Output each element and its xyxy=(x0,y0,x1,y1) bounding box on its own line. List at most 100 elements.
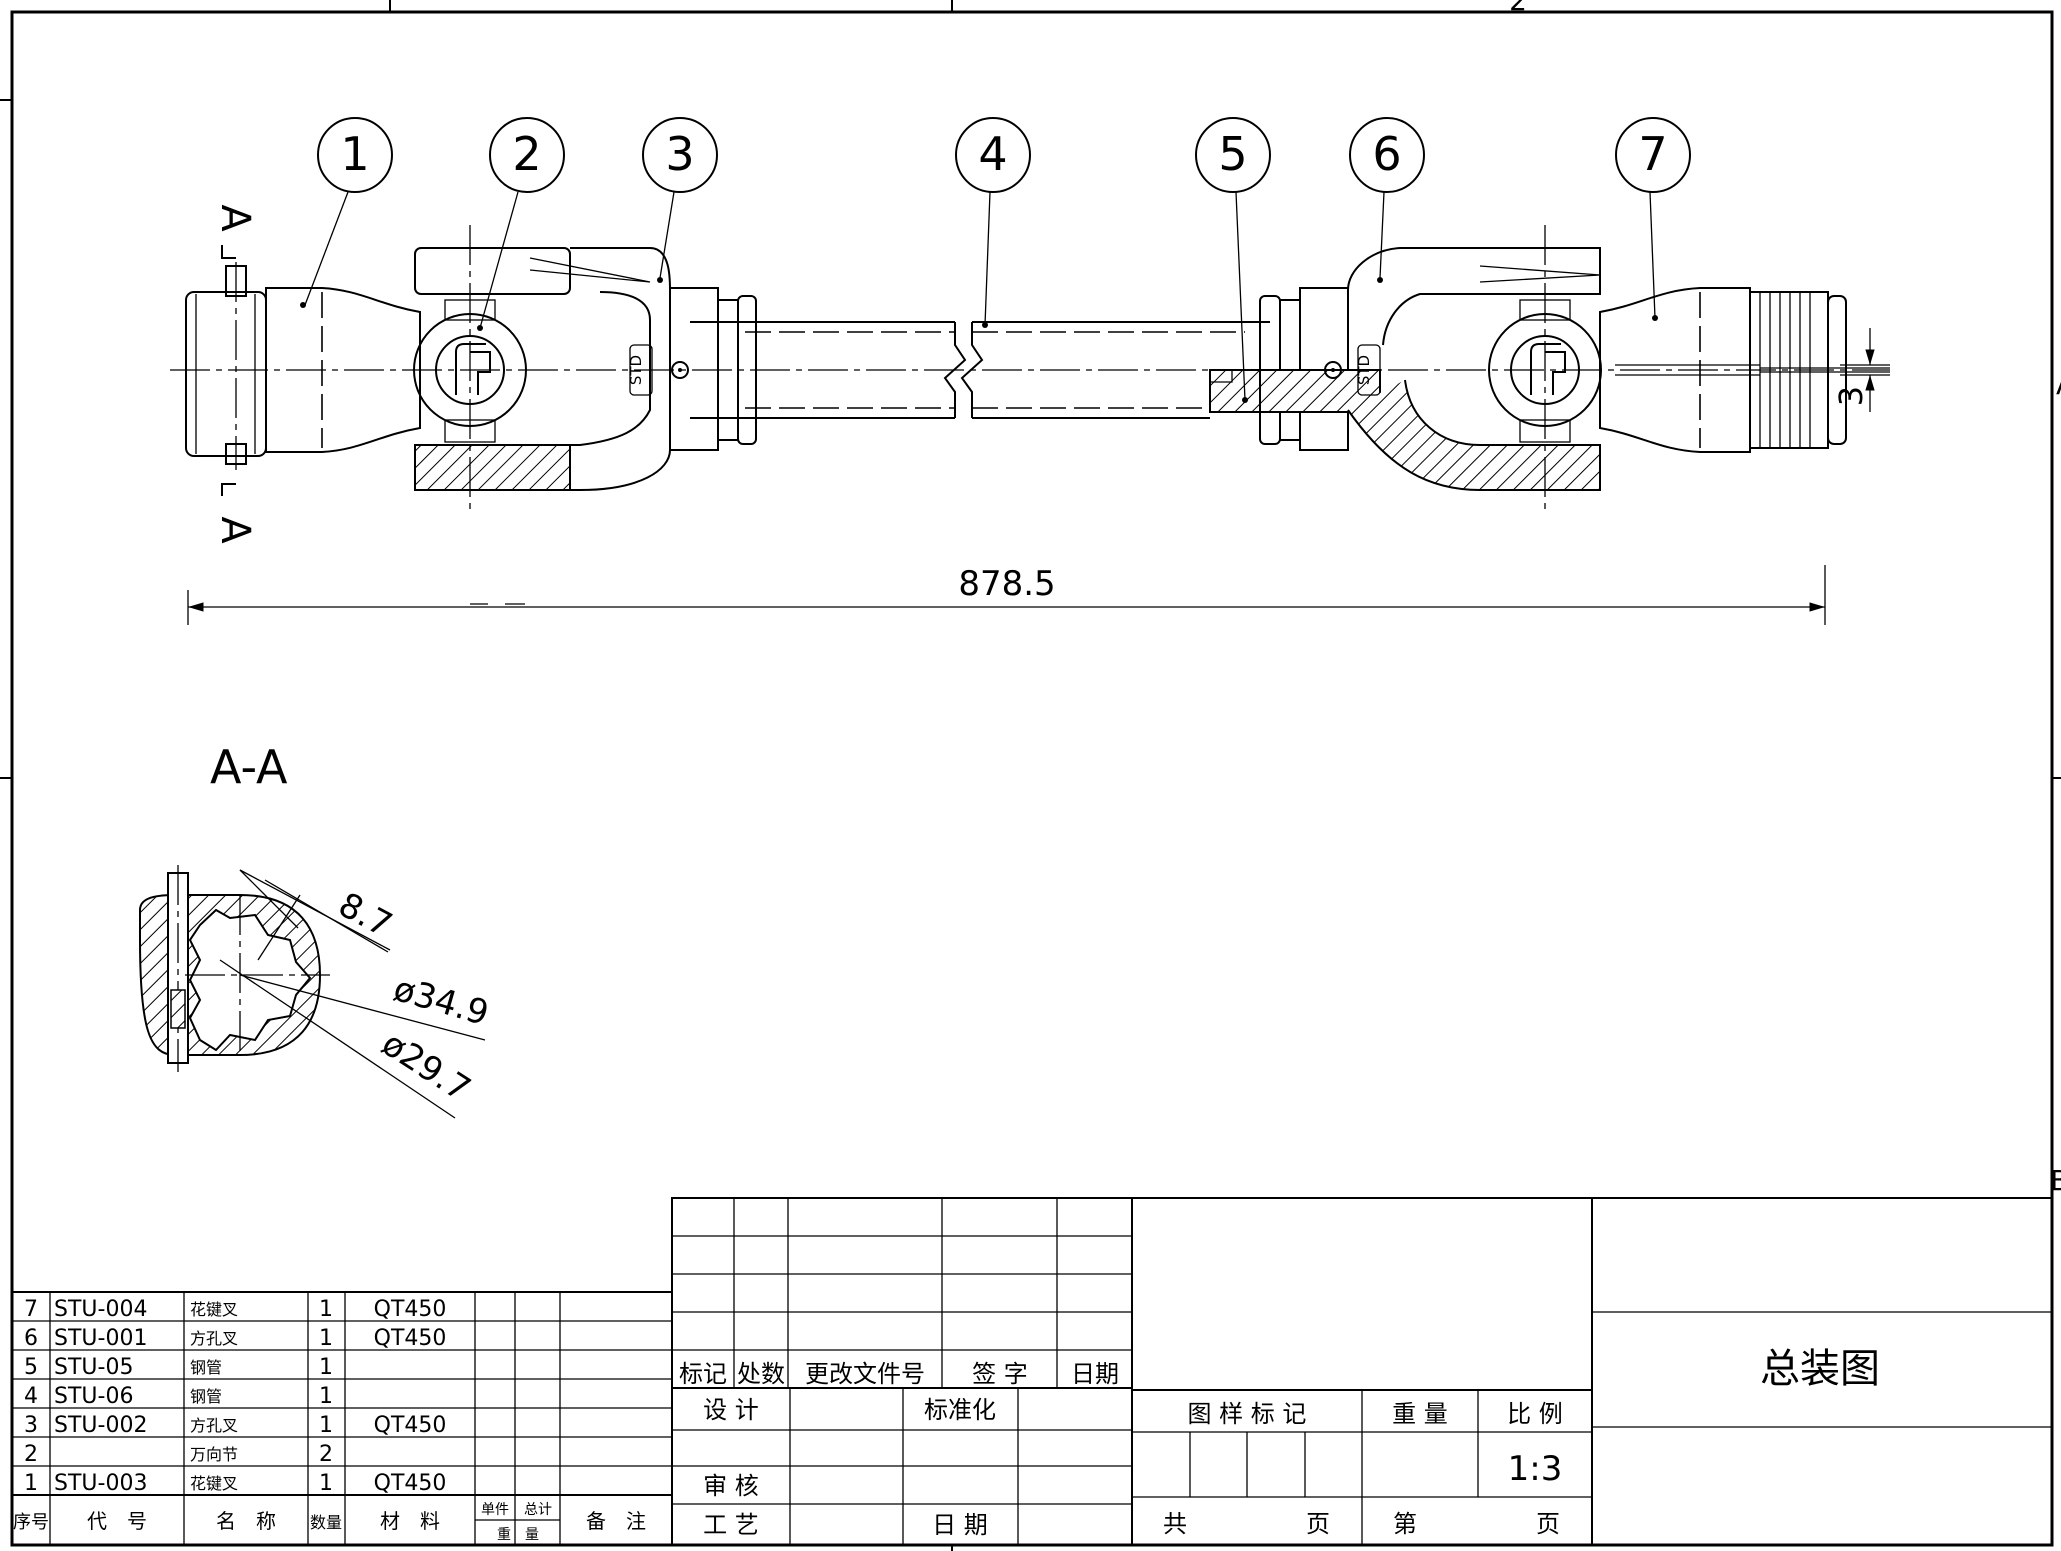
title-block: 标记 处数 更改文件号 签 字 日期 设 计 标准化 审 核 工 艺 日 期 图… xyxy=(671,1197,2053,1546)
bom-header-total-weight: 总计 xyxy=(524,1502,552,1518)
bom-row-material: QT450 xyxy=(374,1297,447,1322)
dim-overall-label: 878.5 xyxy=(958,564,1055,604)
label-date: 日 期 xyxy=(932,1511,988,1539)
part-6-square-yoke-right: STD xyxy=(1259,247,1601,491)
dim-3-label: 3 xyxy=(1832,386,1870,406)
bom-row-no: 3 xyxy=(24,1413,38,1438)
label-page-unit-2: 页 xyxy=(1536,1510,1560,1538)
bom-row-6: 6 STU-001 方孔叉 1 QT450 xyxy=(24,1326,446,1351)
bom-header-material: 材 料 xyxy=(380,1509,440,1533)
bom-row-qty: 1 xyxy=(319,1413,333,1438)
rev-header-mark: 标记 xyxy=(679,1360,727,1388)
label-design: 设 计 xyxy=(703,1396,759,1424)
section-marker-bottom: A xyxy=(212,516,258,544)
bom-header-remark: 备 注 xyxy=(586,1509,646,1533)
bom-row-code: STU-06 xyxy=(54,1384,133,1409)
label-standardization: 标准化 xyxy=(924,1396,996,1424)
bom-row-qty: 1 xyxy=(319,1326,333,1351)
bom-row-qty: 1 xyxy=(319,1297,333,1322)
balloon-6: 6 xyxy=(1372,127,1401,181)
rev-header-sign: 签 字 xyxy=(972,1360,1028,1388)
drawing-title: 总装图 xyxy=(1760,1346,1880,1392)
assembly-view: STD xyxy=(170,117,1890,625)
balloon-1: 1 xyxy=(340,127,369,181)
stamp-std-right: STD xyxy=(1355,355,1373,385)
bom-row-qty: 1 xyxy=(319,1355,333,1380)
section-title: A-A xyxy=(210,740,288,794)
bom-row-code: STU-001 xyxy=(54,1326,147,1351)
bom-header-code: 代 号 xyxy=(87,1509,147,1533)
bom-row-4: 4 STU-06 钢管 1 xyxy=(24,1384,333,1409)
bom-row-name: 钢管 xyxy=(190,1358,222,1377)
dim-overall-length: 878.5 xyxy=(187,564,1826,625)
bom-row-qty: 2 xyxy=(319,1442,333,1467)
bom-header-qty: 数量 xyxy=(310,1513,342,1532)
part-3-square-yoke-left: STD xyxy=(529,247,757,491)
bom-header: 序号 代 号 名 称 数量 材 料 单件 总计 重 量 备 注 xyxy=(13,1502,646,1543)
bom-row-name: 钢管 xyxy=(190,1387,222,1406)
bom-row-no: 1 xyxy=(24,1471,38,1496)
bom-row-qty: 1 xyxy=(319,1471,333,1496)
dim-3: 3 xyxy=(1832,328,1890,412)
bom-row-code: STU-05 xyxy=(54,1355,133,1380)
rev-header-doc: 更改文件号 xyxy=(805,1360,925,1388)
balloon-4: 4 xyxy=(978,127,1007,181)
dim-d34-9-label: ø34.9 xyxy=(389,969,493,1034)
bom-row-name: 花键叉 xyxy=(190,1300,238,1319)
dim-d29-7-label: ø29.7 xyxy=(375,1024,478,1110)
bom-row-no: 7 xyxy=(24,1297,38,1322)
bom-row-name: 万向节 xyxy=(190,1445,238,1464)
label-page-unit: 页 xyxy=(1306,1510,1330,1538)
bom-row-1: 1 STU-003 花键叉 1 QT450 xyxy=(24,1471,446,1496)
balloons: 1 2 3 4 5 6 7 xyxy=(300,117,1691,403)
zone-label-b: B xyxy=(2050,1164,2061,1197)
rev-header-count: 处数 xyxy=(737,1360,785,1388)
bom-row-2: 2 万向节 2 xyxy=(24,1442,333,1467)
bom-row-code: STU-003 xyxy=(54,1471,147,1496)
label-total-pages: 共 xyxy=(1163,1510,1187,1538)
bom-header-weight: 重 量 xyxy=(497,1527,539,1543)
bom-header-no: 序号 xyxy=(13,1512,49,1533)
label-drawing-mark: 图 样 标 记 xyxy=(1188,1400,1307,1428)
label-scale: 比 例 xyxy=(1507,1400,1563,1428)
label-process: 工 艺 xyxy=(703,1511,759,1539)
zone-label-a: A xyxy=(2056,368,2061,401)
bom-row-no: 2 xyxy=(24,1442,38,1467)
section-marker-top: A xyxy=(212,204,258,232)
section-a-a-view: A-A 8.7 ø34.9 ø29.7 xyxy=(139,740,493,1119)
label-review: 审 核 xyxy=(703,1472,759,1500)
bom-row-material: QT450 xyxy=(374,1471,447,1496)
bom-row-no: 5 xyxy=(24,1355,38,1380)
bom-row-name: 花键叉 xyxy=(190,1474,238,1493)
bom-header-name: 名 称 xyxy=(216,1509,276,1533)
stamp-std-left: STD xyxy=(627,355,645,385)
section-markers: A A xyxy=(212,204,258,544)
bom-header-unit-weight: 单件 xyxy=(481,1502,509,1518)
bom-row-no: 6 xyxy=(24,1326,38,1351)
bom-row-3: 3 STU-002 方孔叉 1 QT450 xyxy=(24,1413,446,1438)
balloon-2: 2 xyxy=(512,127,541,181)
part-1-spline-yoke-left xyxy=(185,262,421,470)
bom-row-code: STU-004 xyxy=(54,1297,147,1322)
bom-row-qty: 1 xyxy=(319,1384,333,1409)
bom-row-name: 方孔叉 xyxy=(190,1329,238,1348)
part-4-tube-left xyxy=(690,321,1270,419)
part-7-spline-yoke-right xyxy=(1599,287,1890,453)
zone-label-top: 2 xyxy=(1509,0,1527,17)
scale-value: 1:3 xyxy=(1508,1449,1563,1489)
dim-8-7-label: 8.7 xyxy=(332,885,399,946)
bom-row-7: 7 STU-004 花键叉 1 QT450 xyxy=(24,1297,446,1322)
bom-table: 7 STU-004 花键叉 1 QT450 6 STU-001 方孔叉 1 QT… xyxy=(11,1291,673,1546)
bom-row-code: STU-002 xyxy=(54,1413,147,1438)
balloon-5: 5 xyxy=(1218,127,1247,181)
balloon-3: 3 xyxy=(665,127,694,181)
bom-row-name: 方孔叉 xyxy=(190,1416,238,1435)
rev-header-date: 日期 xyxy=(1071,1360,1119,1388)
label-page-no: 第 xyxy=(1393,1510,1417,1538)
balloon-7: 7 xyxy=(1638,127,1667,181)
bom-row-material: QT450 xyxy=(374,1326,447,1351)
bom-row-5: 5 STU-05 钢管 1 xyxy=(24,1355,333,1380)
bom-row-no: 4 xyxy=(24,1384,38,1409)
